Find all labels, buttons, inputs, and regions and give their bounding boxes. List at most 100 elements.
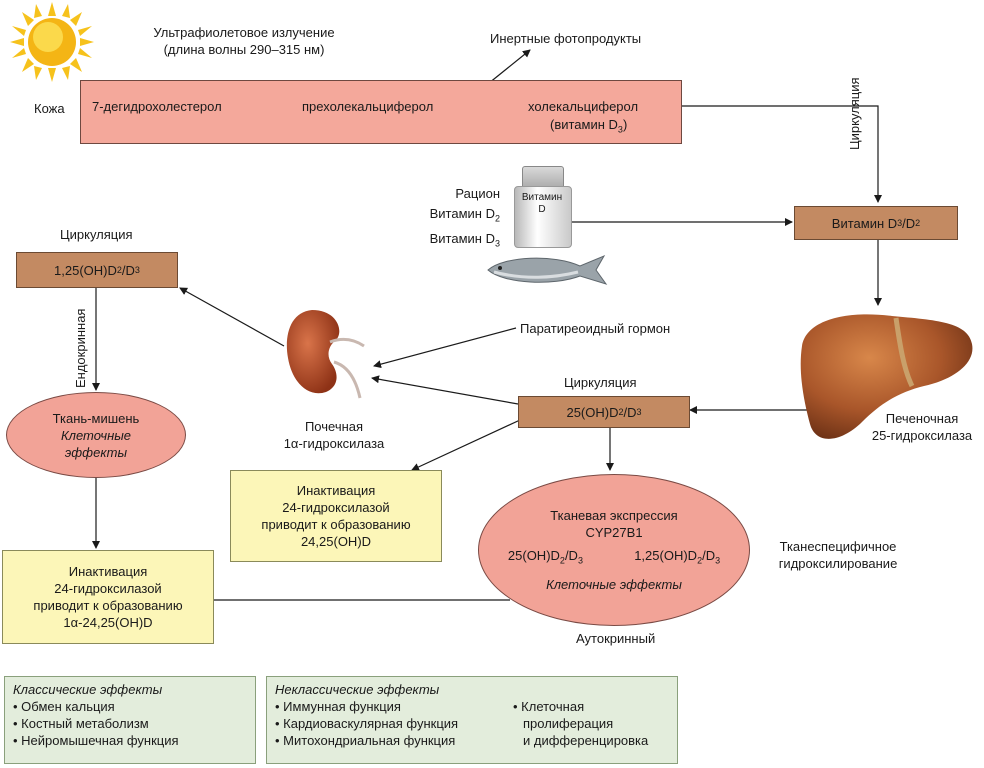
tissue-line2: CYP27B1 [585, 525, 643, 541]
skin-step3-sub-post: ) [622, 117, 628, 132]
nonclassic-item-cont: пролиферация [523, 716, 614, 731]
inact-left-line3: приводит к образованию [33, 598, 183, 613]
tissue-to-idx1: 2 [697, 555, 703, 566]
nonclassic-item: • Иммунная функция [275, 699, 401, 714]
tissue-specific-label: Тканеспецифичное гидроксилирование [758, 538, 918, 572]
diet-line1: Рацион [455, 186, 500, 201]
skin-box [80, 80, 682, 144]
skin-step3-sub: (витамин D3) [550, 116, 627, 139]
nonclassic-item-text: Иммунная функция [283, 699, 401, 714]
skin-step2: прехолекальциферол [302, 99, 434, 114]
nonclassic-item: • Клеточная [513, 699, 585, 714]
classic-title: Классические эффекты [13, 682, 163, 697]
tissue-to-mid: /D [702, 548, 716, 564]
skin-step3: холекальциферол [528, 99, 639, 114]
diet-line2-idx: 2 [494, 213, 500, 224]
nonclassic-item: • Митохондриальная функция [275, 733, 456, 748]
inactivation-mid-box: Инактивация 24-гидроксилазой приводит к … [230, 470, 442, 562]
tissue-from-mid: /D [564, 548, 578, 564]
skin-label: Кожа [34, 101, 65, 116]
diet-line2: Витамин D2 [410, 204, 500, 229]
nonclassic-item: • Кардиоваскулярная функция [275, 716, 459, 731]
circulation-vertical-label: Циркуляция [847, 77, 862, 150]
uv-label: Ультрафиолетовое излучение (длина волны … [128, 24, 360, 58]
box125-mid: /D [121, 262, 135, 278]
inact-mid-line3: приводит к образованию [261, 517, 411, 532]
circulation-125-label: Циркуляция [60, 227, 133, 242]
classic-item-text: Обмен кальция [21, 699, 115, 714]
pth-label: Паратиреоидный гормон [520, 321, 671, 336]
nonclassic-item-text: Клеточная [521, 699, 585, 714]
inact-mid-line2: 24-гидроксилазой [282, 500, 390, 515]
nonclassic-item-cont: и дифференцировка [523, 733, 649, 748]
diet-line3-idx: 3 [494, 238, 500, 249]
diet-line2-pre: Витамин D [429, 206, 495, 221]
uv-line2: (длина волны 290–315 нм) [163, 42, 325, 57]
skin-step3-sub-idx: 3 [617, 124, 623, 135]
tissue-conversion: 25(OH)D2/D3 1,25(OH)D2/D3 [508, 547, 720, 570]
fish-icon [487, 254, 608, 285]
autocrine-label: Аутокринный [576, 631, 656, 646]
inert-label: Инертные фотопродукты [490, 31, 642, 46]
classic-item: • Костный метаболизм [13, 716, 149, 731]
kidney-label: Почечная 1α-гидроксилаза [264, 418, 404, 452]
nonclassic-effects-panel: Неклассические эффекты • Иммунная функци… [266, 676, 678, 764]
endocrine-label: Ендокринная [73, 308, 88, 388]
liver-label: Печеночная 25-гидроксилаза [860, 410, 984, 444]
skin-step3-sub-pre: (витамин D [550, 117, 618, 132]
target-line3: эффекты [64, 444, 128, 460]
inact-left-line2: 24-гидроксилазой [54, 581, 162, 596]
classic-item: • Нейромышечная функция [13, 733, 179, 748]
arrow-pth-to-kidney [373, 327, 517, 369]
vitd-idx2: 2 [915, 218, 921, 228]
arrow-25oh-to-kidney [371, 375, 519, 405]
target-line1: Ткань-мишень [52, 410, 140, 426]
box125-idx1: 2 [116, 265, 122, 275]
diet-line3: Витамин D3 [410, 229, 500, 254]
kidney-line1: Почечная [304, 419, 364, 434]
classic-effects-panel: Классические эффекты • Обмен кальция • К… [4, 676, 256, 764]
bottle-line2: D [538, 204, 546, 215]
nonclassic-item-text: Кардиоваскулярная функция [283, 716, 459, 731]
nonclassic-title: Неклассические эффекты [275, 682, 440, 697]
box25-mid: /D [623, 404, 637, 420]
liver-line2: 25-гидроксилаза [871, 428, 973, 443]
tissue-to-pre: 1,25(OH)D [634, 548, 698, 564]
kidney-line2: 1α-гидроксилаза [283, 436, 385, 451]
vitamin-bottle-icon: Витамин D [514, 166, 572, 248]
inact-left-line4: 1α-24,25(OH)D [63, 615, 153, 630]
skin-step1: 7-дегидрохолестерол [92, 99, 222, 114]
inact-mid-line1: Инактивация [296, 483, 376, 498]
tissue-expression-ellipse: Тканевая экспрессия CYP27B1 25(OH)D2/D3 … [478, 474, 750, 626]
classic-item: • Обмен кальция [13, 699, 115, 714]
liver-line1: Печеночная [885, 411, 959, 426]
inact-left-line1: Инактивация [68, 564, 148, 579]
nonclassic-item-text: Митохондриальная функция [283, 733, 456, 748]
vitd-mid: /D [902, 215, 916, 231]
arrow-skin-to-vitd [680, 105, 882, 203]
inact-mid-line4: 24,25(OH)D [300, 534, 372, 549]
vitd-idx1: 3 [897, 218, 903, 228]
box25-idx2: 3 [636, 407, 642, 417]
vitd-pre: Витамин D [831, 215, 898, 231]
arrow-25oh-to-inact [411, 419, 521, 471]
tissue-from-idx1: 2 [559, 555, 565, 566]
sun-icon [10, 2, 94, 82]
tissue-from-idx2: 3 [577, 555, 583, 566]
box125-pre: 1,25(OH)D [54, 262, 117, 278]
classic-item-text: Костный метаболизм [21, 716, 149, 731]
bottle-line1: Витамин [521, 192, 563, 203]
circulation-25-label: Циркуляция [564, 375, 637, 390]
box125-idx2: 3 [134, 265, 140, 275]
box25-idx1: 2 [618, 407, 624, 417]
arrow-kidney-to-125 [179, 287, 285, 347]
tissue-specific-line2: гидроксилирование [778, 556, 898, 571]
inactivation-left-box: Инактивация 24-гидроксилазой приводит к … [2, 550, 214, 644]
target-line2: Клеточные [60, 427, 132, 443]
tissue-line1: Тканевая экспрессия [550, 508, 678, 524]
diet-line3-pre: Витамин D [429, 230, 495, 246]
classic-item-text: Нейромышечная функция [21, 733, 179, 748]
